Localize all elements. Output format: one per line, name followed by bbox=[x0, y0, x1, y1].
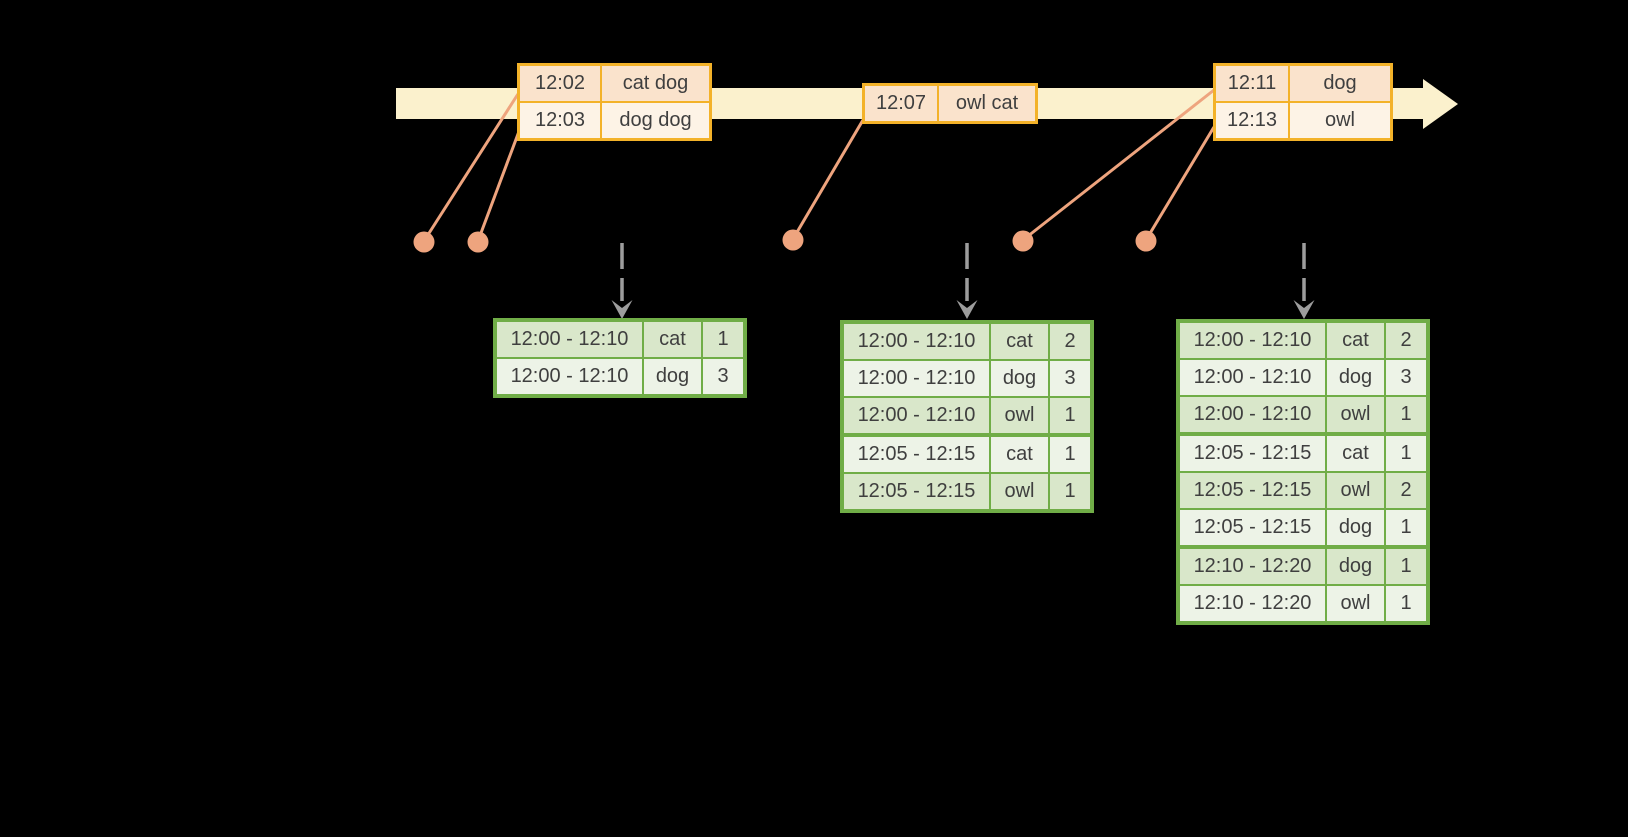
event-words-cell: owl bbox=[1290, 103, 1390, 138]
result-table: 12:00 - 12:10 cat 1 12:00 - 12:10 dog 3 bbox=[493, 318, 747, 398]
result-word-cell: cat bbox=[991, 324, 1048, 359]
result-word-cell: dog bbox=[644, 359, 701, 394]
result-count-cell: 1 bbox=[1386, 397, 1426, 432]
result-word-cell: cat bbox=[644, 322, 701, 357]
result-count-cell: 1 bbox=[703, 322, 743, 357]
result-window-cell: 12:00 - 12:10 bbox=[844, 398, 989, 433]
result-word-cell: cat bbox=[1327, 436, 1384, 471]
connector-line bbox=[476, 125, 523, 242]
result-word-cell: owl bbox=[991, 474, 1048, 509]
result-window-cell: 12:00 - 12:10 bbox=[497, 359, 642, 394]
timeline-arrowhead-icon bbox=[1423, 79, 1458, 129]
event-dot-icon bbox=[1012, 230, 1034, 252]
event-time-cell: 12:07 bbox=[865, 86, 937, 121]
result-row: 12:05 - 12:15 owl 2 bbox=[1180, 473, 1426, 508]
result-word-cell: owl bbox=[1327, 586, 1384, 621]
event-words-cell: dog bbox=[1290, 66, 1390, 101]
result-count-cell: 1 bbox=[1050, 474, 1090, 509]
result-table: 12:00 - 12:10 cat 2 12:00 - 12:10 dog 3 … bbox=[840, 320, 1094, 513]
result-window-cell: 12:05 - 12:15 bbox=[1180, 473, 1325, 508]
event-time-cell: 12:13 bbox=[1216, 103, 1288, 138]
result-count-cell: 1 bbox=[1386, 510, 1426, 545]
result-word-cell: dog bbox=[1327, 549, 1384, 584]
result-count-cell: 2 bbox=[1386, 323, 1426, 358]
connector-line bbox=[791, 119, 865, 240]
result-row: 12:00 - 12:10 cat 2 bbox=[1180, 323, 1426, 358]
result-window-cell: 12:10 - 12:20 bbox=[1180, 586, 1325, 621]
result-row: 12:05 - 12:15 owl 1 bbox=[844, 474, 1090, 509]
result-row: 12:00 - 12:10 dog 3 bbox=[844, 361, 1090, 396]
result-word-cell: cat bbox=[991, 437, 1048, 472]
result-word-cell: cat bbox=[1327, 323, 1384, 358]
result-count-cell: 1 bbox=[1386, 436, 1426, 471]
result-row: 12:05 - 12:15 cat 1 bbox=[844, 437, 1090, 472]
result-word-cell: dog bbox=[1327, 360, 1384, 395]
event-table: 12:11 dog 12:13 owl bbox=[1213, 63, 1393, 141]
event-row: 12:13 owl bbox=[1216, 103, 1390, 138]
connector-line bbox=[1022, 88, 1215, 242]
event-dot-icon bbox=[1135, 230, 1157, 252]
connector-line bbox=[1144, 126, 1216, 241]
result-count-cell: 3 bbox=[1386, 360, 1426, 395]
result-row: 12:05 - 12:15 dog 1 bbox=[1180, 510, 1426, 545]
result-word-cell: dog bbox=[1327, 510, 1384, 545]
result-row: 12:00 - 12:10 dog 3 bbox=[1180, 360, 1426, 395]
trigger-arrow-icon bbox=[611, 243, 633, 319]
trigger-arrow-icon bbox=[1293, 243, 1315, 319]
result-window-cell: 12:05 - 12:15 bbox=[1180, 436, 1325, 471]
result-window-cell: 12:00 - 12:10 bbox=[497, 322, 642, 357]
event-table: 12:07 owl cat bbox=[862, 83, 1038, 124]
result-window-cell: 12:00 - 12:10 bbox=[1180, 323, 1325, 358]
result-window-cell: 12:05 - 12:15 bbox=[1180, 510, 1325, 545]
result-table: 12:00 - 12:10 cat 2 12:00 - 12:10 dog 3 … bbox=[1176, 319, 1430, 625]
result-window-cell: 12:05 - 12:15 bbox=[844, 474, 989, 509]
event-dot-icon bbox=[782, 229, 804, 251]
event-dot-icon bbox=[413, 231, 435, 253]
result-row: 12:05 - 12:15 cat 1 bbox=[1180, 436, 1426, 471]
event-words-cell: owl cat bbox=[939, 86, 1035, 121]
result-row: 12:00 - 12:10 owl 1 bbox=[844, 398, 1090, 433]
result-row: 12:10 - 12:20 owl 1 bbox=[1180, 586, 1426, 621]
result-row: 12:00 - 12:10 cat 1 bbox=[497, 322, 743, 357]
result-word-cell: owl bbox=[991, 398, 1048, 433]
result-count-cell: 1 bbox=[1050, 437, 1090, 472]
result-window-cell: 12:00 - 12:10 bbox=[844, 361, 989, 396]
event-dot-icon bbox=[467, 231, 489, 253]
event-row: 12:02 cat dog bbox=[520, 66, 709, 101]
event-time-cell: 12:02 bbox=[520, 66, 600, 101]
event-row: 12:11 dog bbox=[1216, 66, 1390, 101]
event-time-cell: 12:03 bbox=[520, 103, 600, 138]
result-row: 12:00 - 12:10 dog 3 bbox=[497, 359, 743, 394]
result-window-cell: 12:00 - 12:10 bbox=[1180, 360, 1325, 395]
result-word-cell: owl bbox=[1327, 473, 1384, 508]
result-count-cell: 1 bbox=[1050, 398, 1090, 433]
event-row: 12:03 dog dog bbox=[520, 103, 709, 138]
result-count-cell: 3 bbox=[1050, 361, 1090, 396]
result-row: 12:10 - 12:20 dog 1 bbox=[1180, 549, 1426, 584]
event-words-cell: dog dog bbox=[602, 103, 709, 138]
result-window-cell: 12:00 - 12:10 bbox=[1180, 397, 1325, 432]
result-count-cell: 3 bbox=[703, 359, 743, 394]
result-count-cell: 1 bbox=[1386, 586, 1426, 621]
result-word-cell: dog bbox=[991, 361, 1048, 396]
event-row: 12:07 owl cat bbox=[865, 86, 1035, 121]
result-count-cell: 2 bbox=[1386, 473, 1426, 508]
event-time-cell: 12:11 bbox=[1216, 66, 1288, 101]
event-words-cell: cat dog bbox=[602, 66, 709, 101]
trigger-arrow-icon bbox=[956, 243, 978, 319]
connector-line bbox=[422, 93, 520, 242]
result-count-cell: 2 bbox=[1050, 324, 1090, 359]
result-row: 12:00 - 12:10 cat 2 bbox=[844, 324, 1090, 359]
result-row: 12:00 - 12:10 owl 1 bbox=[1180, 397, 1426, 432]
event-table: 12:02 cat dog 12:03 dog dog bbox=[517, 63, 712, 141]
result-count-cell: 1 bbox=[1386, 549, 1426, 584]
result-window-cell: 12:00 - 12:10 bbox=[844, 324, 989, 359]
result-window-cell: 12:05 - 12:15 bbox=[844, 437, 989, 472]
result-window-cell: 12:10 - 12:20 bbox=[1180, 549, 1325, 584]
result-word-cell: owl bbox=[1327, 397, 1384, 432]
